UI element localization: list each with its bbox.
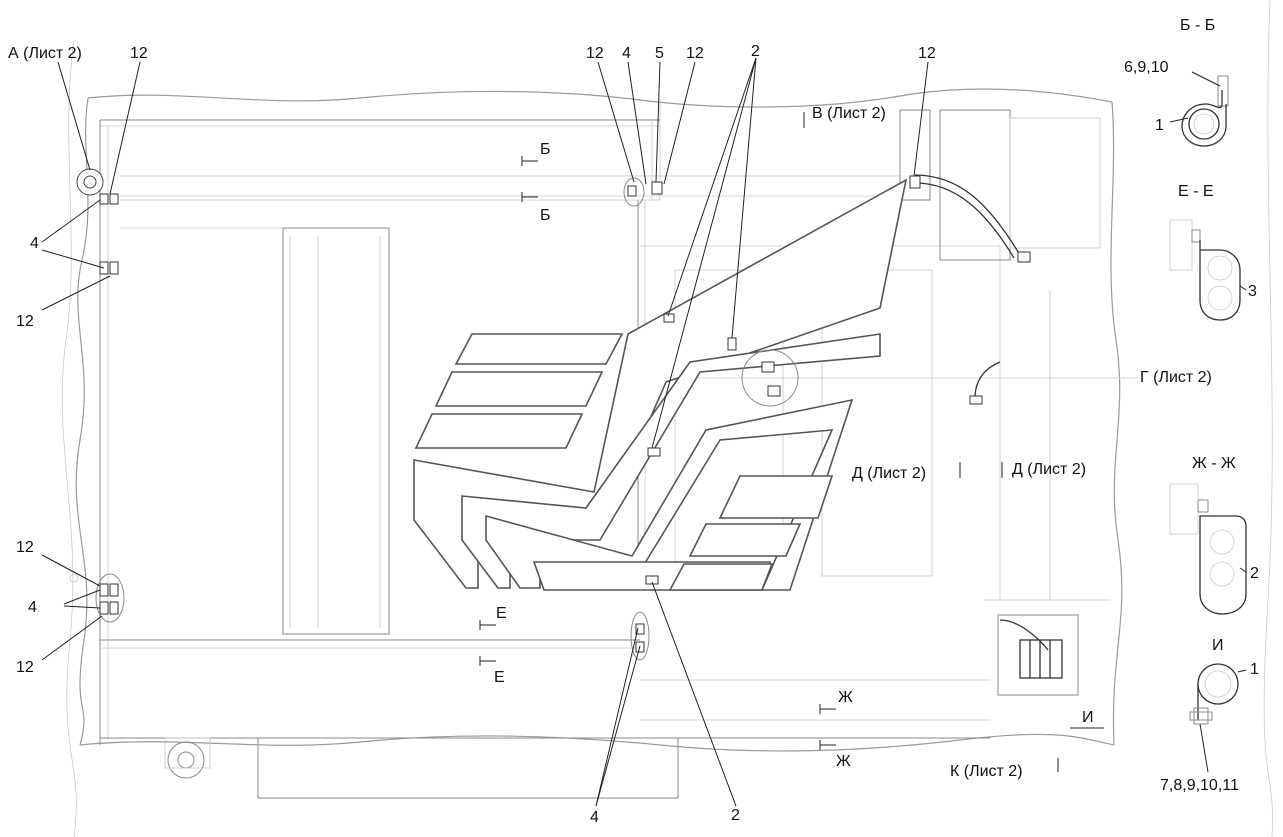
pos-5-top-mid: 5 [655, 45, 664, 62]
callout-view-d-right: Д (Лист 2) [1012, 461, 1086, 478]
section-i-clamp: 1 [1250, 661, 1259, 678]
section-i-detail [1189, 663, 1247, 773]
section-i-title: И [1212, 637, 1224, 654]
section-bb-clamp: 1 [1155, 117, 1164, 134]
pos-12-left-bottom: 12 [16, 659, 34, 676]
pos-2-bottom: 2 [731, 807, 740, 824]
pos-4-bottom: 4 [590, 809, 599, 826]
section-i-items: 7,8,9,10,11 [1160, 777, 1239, 794]
callout-view-d-left: Д (Лист 2) [852, 465, 926, 482]
pos-12-top-right: 12 [918, 45, 936, 62]
section-marks [479, 112, 1104, 772]
leader-lines [41, 57, 929, 807]
section-bb-title: Б - Б [1180, 17, 1215, 34]
section-ee-title: Е - Е [1178, 183, 1214, 200]
section-ee-detail [1169, 219, 1247, 321]
labels: А (Лист 2) В (Лист 2) Г (Лист 2) Д (Лист… [8, 17, 1259, 826]
pos-4-top-mid: 4 [622, 45, 631, 62]
section-zh-top: Ж [838, 689, 853, 706]
section-zhzh-clamp: 2 [1250, 565, 1259, 582]
pos-4-left: 4 [30, 235, 39, 252]
pos-12-top-mid-a: 12 [586, 45, 604, 62]
section-e-top: Е [496, 605, 507, 622]
pos-12-left-mid: 12 [16, 313, 34, 330]
section-bb-items: 6,9,10 [1124, 59, 1169, 76]
section-b-top: Б [540, 141, 551, 158]
section-bb-detail [1169, 71, 1229, 147]
section-b-bottom: Б [540, 207, 551, 224]
callout-view-k: К (Лист 2) [950, 763, 1023, 780]
section-zhzh-detail [1169, 483, 1247, 615]
pos-12-left-low: 12 [16, 539, 34, 556]
view-i-arrow-label: И [1082, 709, 1094, 726]
pos-12-top-mid-b: 12 [686, 45, 704, 62]
clamp-markers [76, 168, 921, 661]
section-zhzh-title: Ж - Ж [1192, 455, 1236, 472]
pos-4-left-low: 4 [28, 599, 37, 616]
pos-2-top: 2 [751, 43, 760, 60]
callout-view-g: Г (Лист 2) [1140, 369, 1212, 386]
section-e-bottom: Е [494, 669, 505, 686]
frame-outline [61, 0, 1273, 837]
pos-12-top-left: 12 [130, 45, 148, 62]
section-zh-bottom: Ж [836, 753, 851, 770]
chevron-logo [413, 178, 908, 591]
structure-lines [69, 100, 1140, 799]
section-ee-clamp: 3 [1248, 283, 1257, 300]
callout-view-v: В (Лист 2) [812, 105, 886, 122]
callout-view-a: А (Лист 2) [8, 45, 82, 62]
